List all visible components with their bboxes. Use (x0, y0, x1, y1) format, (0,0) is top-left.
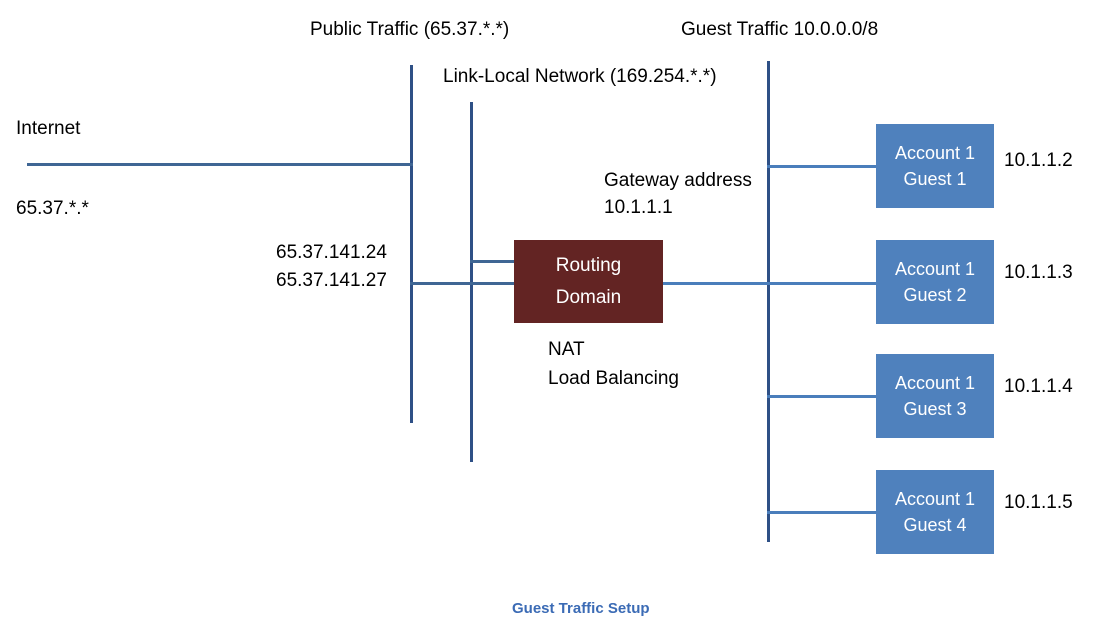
public-ip-2-label: 65.37.141.27 (276, 270, 387, 291)
guest-box-3[interactable]: Account 1 Guest 3 (876, 354, 994, 438)
guest-4-connection-line (767, 511, 879, 514)
guest-2-ip-label: 10.1.1.3 (1004, 262, 1073, 283)
public-traffic-to-router-line (410, 282, 516, 285)
guest-3-connection-line (767, 395, 879, 398)
internet-connection-line (27, 163, 413, 166)
load-balancing-label: Load Balancing (548, 368, 679, 389)
guest-2-account: Account 1 (894, 259, 976, 279)
guest-traffic-label: Guest Traffic 10.0.0.0/8 (681, 19, 879, 40)
guest-box-1[interactable]: Account 1 Guest 1 (876, 124, 994, 208)
guest-1-ip-label: 10.1.1.2 (1004, 150, 1073, 171)
routing-domain-line2: Domain (555, 286, 622, 308)
guest-4-name: Guest 4 (903, 515, 967, 535)
guest-traffic-bus-line (767, 61, 770, 542)
public-traffic-label: Public Traffic (65.37.*.*) (310, 19, 510, 40)
guest-3-ip-label: 10.1.1.4 (1004, 376, 1073, 397)
guest-box-4[interactable]: Account 1 Guest 4 (876, 470, 994, 554)
gateway-address-ip: 10.1.1.1 (604, 197, 673, 218)
diagram-caption: Guest Traffic Setup (512, 600, 650, 617)
guest-2-connection-line (767, 282, 879, 285)
guest-3-account: Account 1 (894, 373, 976, 393)
guest-4-account: Account 1 (894, 489, 976, 509)
link-local-to-router-line (470, 260, 516, 263)
guest-1-connection-line (767, 165, 879, 168)
routing-domain-line1: Routing (555, 254, 622, 276)
router-to-guest-bus-line (661, 282, 769, 285)
guest-3-name: Guest 3 (903, 399, 967, 419)
gateway-address-title: Gateway address (604, 170, 752, 191)
guest-4-ip-label: 10.1.1.5 (1004, 492, 1073, 513)
guest-box-2[interactable]: Account 1 Guest 2 (876, 240, 994, 324)
link-local-network-label: Link-Local Network (169.254.*.*) (443, 66, 717, 87)
internet-label: Internet (16, 118, 81, 139)
guest-1-account: Account 1 (894, 143, 976, 163)
public-traffic-bus-line (410, 65, 413, 423)
routing-domain-box[interactable]: Routing Domain (514, 240, 663, 323)
guest-2-name: Guest 2 (903, 285, 967, 305)
guest-1-name: Guest 1 (903, 169, 967, 189)
public-ip-1-label: 65.37.141.24 (276, 242, 387, 263)
nat-label: NAT (548, 339, 585, 360)
internet-ip-range-label: 65.37.*.* (16, 198, 89, 219)
